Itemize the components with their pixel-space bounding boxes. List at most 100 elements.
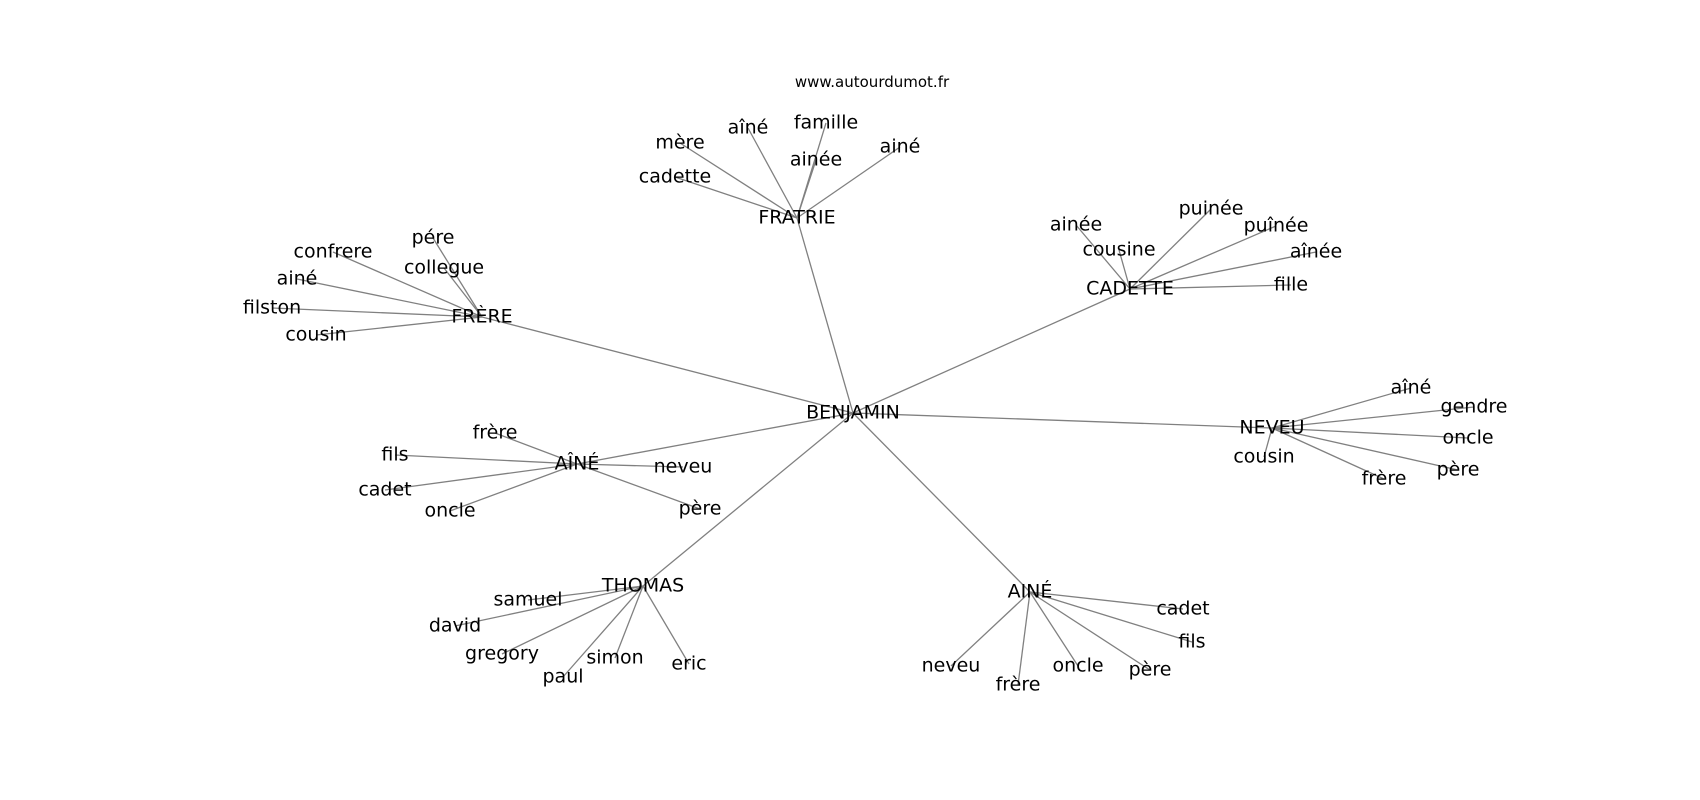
edge-center-hub [481, 316, 854, 414]
leaf-node[interactable]: puinée [1179, 198, 1244, 220]
edge-hub-leaf [332, 251, 483, 318]
edge-hub-leaf [576, 463, 701, 510]
leaf-node[interactable]: ainée [1050, 214, 1102, 236]
edge-hub-leaf [1129, 208, 1212, 290]
edge-hub-leaf [315, 316, 483, 336]
hub-node[interactable]: AÎNÉ [555, 452, 600, 475]
edge-center-hub [642, 412, 854, 587]
edge-hub-leaf [432, 237, 483, 318]
hub-node[interactable]: FRATRIE [758, 207, 835, 229]
edge-center-hub [852, 412, 1273, 429]
leaf-node[interactable]: fils [1178, 631, 1205, 653]
edge-hub-leaf [747, 127, 798, 219]
edge-hub-leaf [1017, 591, 1031, 686]
leaf-node[interactable]: collegue [404, 257, 484, 279]
leaf-node[interactable]: cadet [1156, 598, 1209, 620]
leaf-node[interactable]: mère [655, 132, 704, 154]
edge-hub-leaf [562, 585, 644, 678]
leaf-node[interactable]: simon [586, 647, 643, 669]
leaf-node[interactable]: aîné [1391, 377, 1432, 399]
leaf-node[interactable]: frère [1362, 468, 1407, 490]
edge-hub-leaf [527, 585, 644, 601]
leaf-node[interactable]: oncle [1052, 655, 1103, 677]
leaf-node[interactable]: fils [381, 444, 408, 466]
edge-hub-leaf [394, 454, 578, 465]
leaf-node[interactable]: paul [542, 666, 583, 688]
leaf-node[interactable]: cousin [285, 324, 346, 346]
leaf-node[interactable]: famille [794, 112, 858, 134]
edge-hub-leaf [1129, 251, 1317, 290]
leaf-node[interactable]: ainé [880, 136, 921, 158]
hub-node[interactable]: CADETTE [1086, 278, 1174, 300]
edge-hub-leaf [1029, 591, 1079, 667]
leaf-node[interactable]: puînée [1244, 215, 1309, 237]
edge-hub-leaf [449, 463, 578, 512]
leaf-node[interactable]: oncle [1442, 427, 1493, 449]
edge-hub-leaf [454, 585, 644, 627]
edge-center-hub [576, 412, 854, 465]
edge-hub-leaf [950, 591, 1031, 667]
leaf-node[interactable]: aîné [728, 117, 769, 139]
leaf-node[interactable]: aînée [1290, 241, 1342, 263]
edge-hub-leaf [296, 278, 483, 318]
edge-hub-leaf [1271, 427, 1459, 471]
edge-hub-leaf [494, 432, 578, 465]
edge-hub-leaf [679, 142, 798, 219]
edge-center-hub [796, 217, 854, 414]
leaf-node[interactable]: pére [412, 227, 455, 249]
leaf-node[interactable]: père [1437, 459, 1480, 481]
edge-hub-leaf [796, 146, 901, 219]
leaf-node[interactable]: confrere [294, 241, 373, 263]
leaf-node[interactable]: gregory [465, 643, 539, 665]
edge-hub-leaf [642, 585, 690, 665]
edge-hub-leaf [384, 463, 578, 491]
leaf-node[interactable]: gendre [1441, 396, 1508, 418]
hub-node[interactable]: FRÈRE [451, 305, 512, 328]
leaf-node[interactable]: eric [671, 653, 706, 675]
edge-hub-leaf [1271, 427, 1385, 480]
edge-hub-leaf [796, 159, 817, 219]
edge-hub-leaf [501, 585, 644, 655]
center-node[interactable]: BENJAMIN [806, 402, 900, 424]
edge-hub-leaf [1271, 406, 1475, 429]
edge-hub-leaf [1029, 591, 1151, 671]
leaf-node[interactable]: neveu [922, 655, 981, 677]
leaf-node[interactable]: neveu [654, 456, 713, 478]
edge-hub-leaf [576, 463, 684, 468]
edge-hub-leaf [271, 307, 483, 318]
edge-hub-leaf [1129, 225, 1277, 290]
leaf-node[interactable]: samuel [493, 589, 562, 611]
leaf-node[interactable]: david [429, 615, 481, 637]
leaf-node[interactable]: cadette [639, 166, 711, 188]
leaf-node[interactable]: père [679, 498, 722, 520]
leaf-node[interactable]: fille [1274, 274, 1308, 296]
leaf-node[interactable]: cadet [358, 479, 411, 501]
leaf-node[interactable]: cousin [1233, 446, 1294, 468]
hub-node[interactable]: THOMAS [601, 575, 684, 597]
edge-hub-leaf [1118, 249, 1131, 290]
edge-center-hub [852, 288, 1131, 414]
edge-center-hub [852, 412, 1031, 593]
edge-hub-leaf [1029, 591, 1184, 610]
leaf-node[interactable]: frère [473, 422, 518, 444]
edge-hub-leaf [443, 267, 483, 318]
edge-hub-leaf [1129, 284, 1292, 290]
hub-node[interactable]: NEVEU [1239, 417, 1304, 439]
edge-hub-leaf [614, 585, 644, 659]
edge-hub-leaf [1263, 427, 1273, 458]
leaf-node[interactable]: père [1129, 659, 1172, 681]
leaf-node[interactable]: frère [996, 674, 1041, 696]
leaf-node[interactable]: cousine [1082, 239, 1155, 261]
edge-hub-leaf [1271, 387, 1412, 429]
hub-node[interactable]: AINÉ [1008, 580, 1053, 603]
site-url: www.autourdumot.fr [794, 73, 950, 91]
edge-hub-leaf [1075, 224, 1131, 290]
leaf-node[interactable]: ainée [790, 149, 842, 171]
leaf-node[interactable]: ainé [277, 268, 318, 290]
leaf-node[interactable]: oncle [424, 500, 475, 522]
edge-hub-leaf [674, 176, 798, 219]
leaf-node[interactable]: filston [243, 297, 301, 319]
edge-hub-leaf [1271, 427, 1469, 439]
edge-hub-leaf [1029, 591, 1193, 643]
